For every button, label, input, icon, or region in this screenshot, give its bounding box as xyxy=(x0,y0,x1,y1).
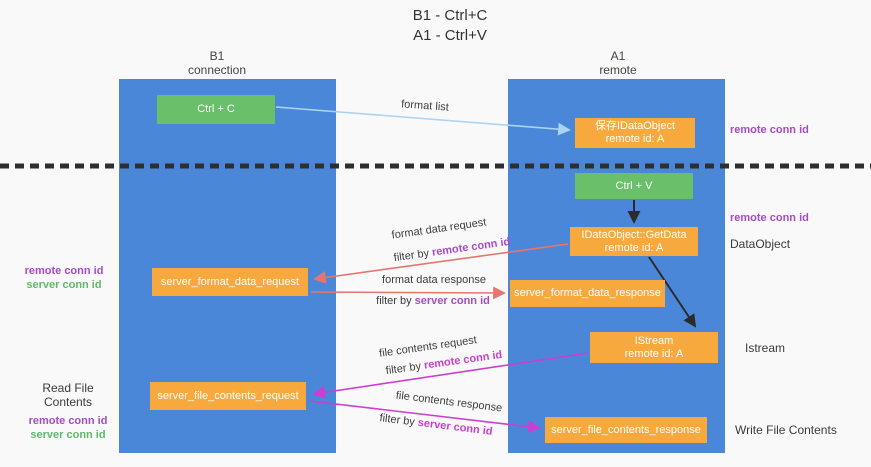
getdata-line2: remote id: A xyxy=(604,241,664,254)
remote-conn-id-annotation: remote conn id xyxy=(24,265,104,277)
lane-b1-role: connection xyxy=(187,63,247,77)
istream-node: IStream remote id: A xyxy=(590,332,718,363)
diagram-title: B1 - Ctrl+C A1 - Ctrl+V xyxy=(330,6,570,46)
save-idataobject-line1: 保存IDataObject xyxy=(594,120,676,132)
server-conn-id-annotation: server conn id xyxy=(30,429,106,441)
ctrl-c-label: Ctrl + C xyxy=(197,103,235,115)
format-data-response-label: format data response xyxy=(382,274,486,286)
server-file-contents-request-node: server_file_contents_request xyxy=(150,382,306,410)
dataobject-annotation: DataObject xyxy=(730,237,791,251)
edge-file-request-line xyxy=(312,352,589,399)
lane-header-b1: B1 connection xyxy=(152,49,282,77)
lane-a1-role: remote xyxy=(599,63,637,77)
edge-format-response-line xyxy=(310,286,506,300)
format-response-filter-label: filter by server conn id xyxy=(376,295,490,307)
ctrl-v-node: Ctrl + V xyxy=(575,173,693,199)
server-file-contents-response-node: server_file_contents_response xyxy=(545,417,707,443)
filter-by-text: filter by xyxy=(376,295,415,307)
istream-annotation: Istream xyxy=(745,341,786,355)
title-line-1: B1 - Ctrl+C xyxy=(412,7,488,24)
server-conn-id-annotation: server conn id xyxy=(26,279,102,291)
edge-format-request-line xyxy=(313,243,569,284)
server-format-data-request-node: server_format_data_request xyxy=(152,268,308,296)
istream-line2: remote id: A xyxy=(624,347,684,360)
idataobject-getdata-node: IDataObject::GetData remote id: A xyxy=(570,227,698,256)
write-file-contents-annotation: Write File Contents xyxy=(735,423,837,437)
getdata-line1: IDataObject::GetData xyxy=(581,228,687,241)
ctrl-c-node: Ctrl + C xyxy=(157,95,275,124)
edge-getdata-to-istream-line xyxy=(648,256,697,328)
server-file-contents-response-label: server_file_contents_response xyxy=(551,423,701,436)
remote-conn-id-annotation-top: remote conn id xyxy=(730,124,809,136)
lane-header-a1: A1 remote xyxy=(553,49,683,77)
istream-line1: IStream xyxy=(634,334,674,347)
left-conn-id-annotation-bottom: Read File Contents remote conn id server… xyxy=(18,381,118,442)
remote-conn-id-annotation: remote conn id xyxy=(28,415,108,427)
edge-file-response-line xyxy=(309,400,541,434)
lane-a1-name: A1 xyxy=(610,49,626,63)
edge-format-list-line xyxy=(275,106,571,136)
left-conn-id-annotation-mid: remote conn id server conn id xyxy=(18,264,110,292)
save-idataobject-line2: remote id: A xyxy=(605,133,665,145)
title-line-2: A1 - Ctrl+V xyxy=(413,27,487,44)
lane-b1-name: B1 xyxy=(209,49,225,63)
server-file-contents-request-label: server_file_contents_request xyxy=(157,389,299,402)
server-format-data-response-label: server_format_data_response xyxy=(514,287,661,299)
read-file-contents-annotation: Read File Contents xyxy=(42,381,94,409)
save-idataobject-node: 保存IDataObject remote id: A xyxy=(575,118,695,148)
server-format-data-response-node: server_format_data_response xyxy=(510,280,665,307)
ctrl-v-label: Ctrl + V xyxy=(615,179,653,192)
server-format-data-request-label: server_format_data_request xyxy=(160,275,300,288)
server-conn-id-key: server conn id xyxy=(414,295,490,307)
remote-conn-id-annotation-mid: remote conn id xyxy=(730,212,809,224)
